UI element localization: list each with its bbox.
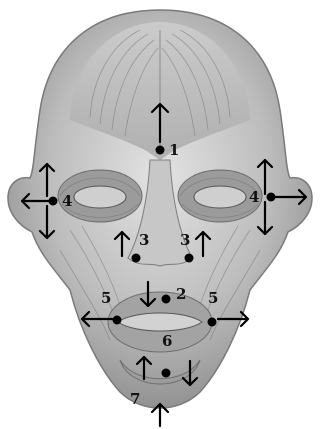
point-dot — [162, 369, 171, 378]
point-dot — [162, 295, 171, 304]
mouth — [108, 292, 212, 352]
point-dot — [267, 193, 276, 202]
point-dot — [113, 316, 122, 325]
point-label: 6 — [162, 332, 172, 350]
point-label: 2 — [176, 285, 186, 303]
point-label: 5 — [101, 289, 111, 307]
point-label: 3 — [180, 231, 190, 249]
point-dot — [156, 146, 165, 155]
point-label: 7 — [130, 390, 140, 408]
point-label: 3 — [139, 231, 149, 249]
right-eye — [194, 186, 246, 208]
point-dot — [132, 254, 141, 263]
left-eye — [74, 186, 126, 208]
point-dot — [208, 318, 217, 327]
point-label: 1 — [169, 141, 179, 159]
point-label: 5 — [208, 289, 218, 307]
point-label: 4 — [249, 188, 259, 206]
head-illustration — [8, 10, 312, 408]
point-dot — [185, 254, 194, 263]
point-dot — [49, 197, 58, 206]
point-label: 4 — [62, 192, 72, 210]
